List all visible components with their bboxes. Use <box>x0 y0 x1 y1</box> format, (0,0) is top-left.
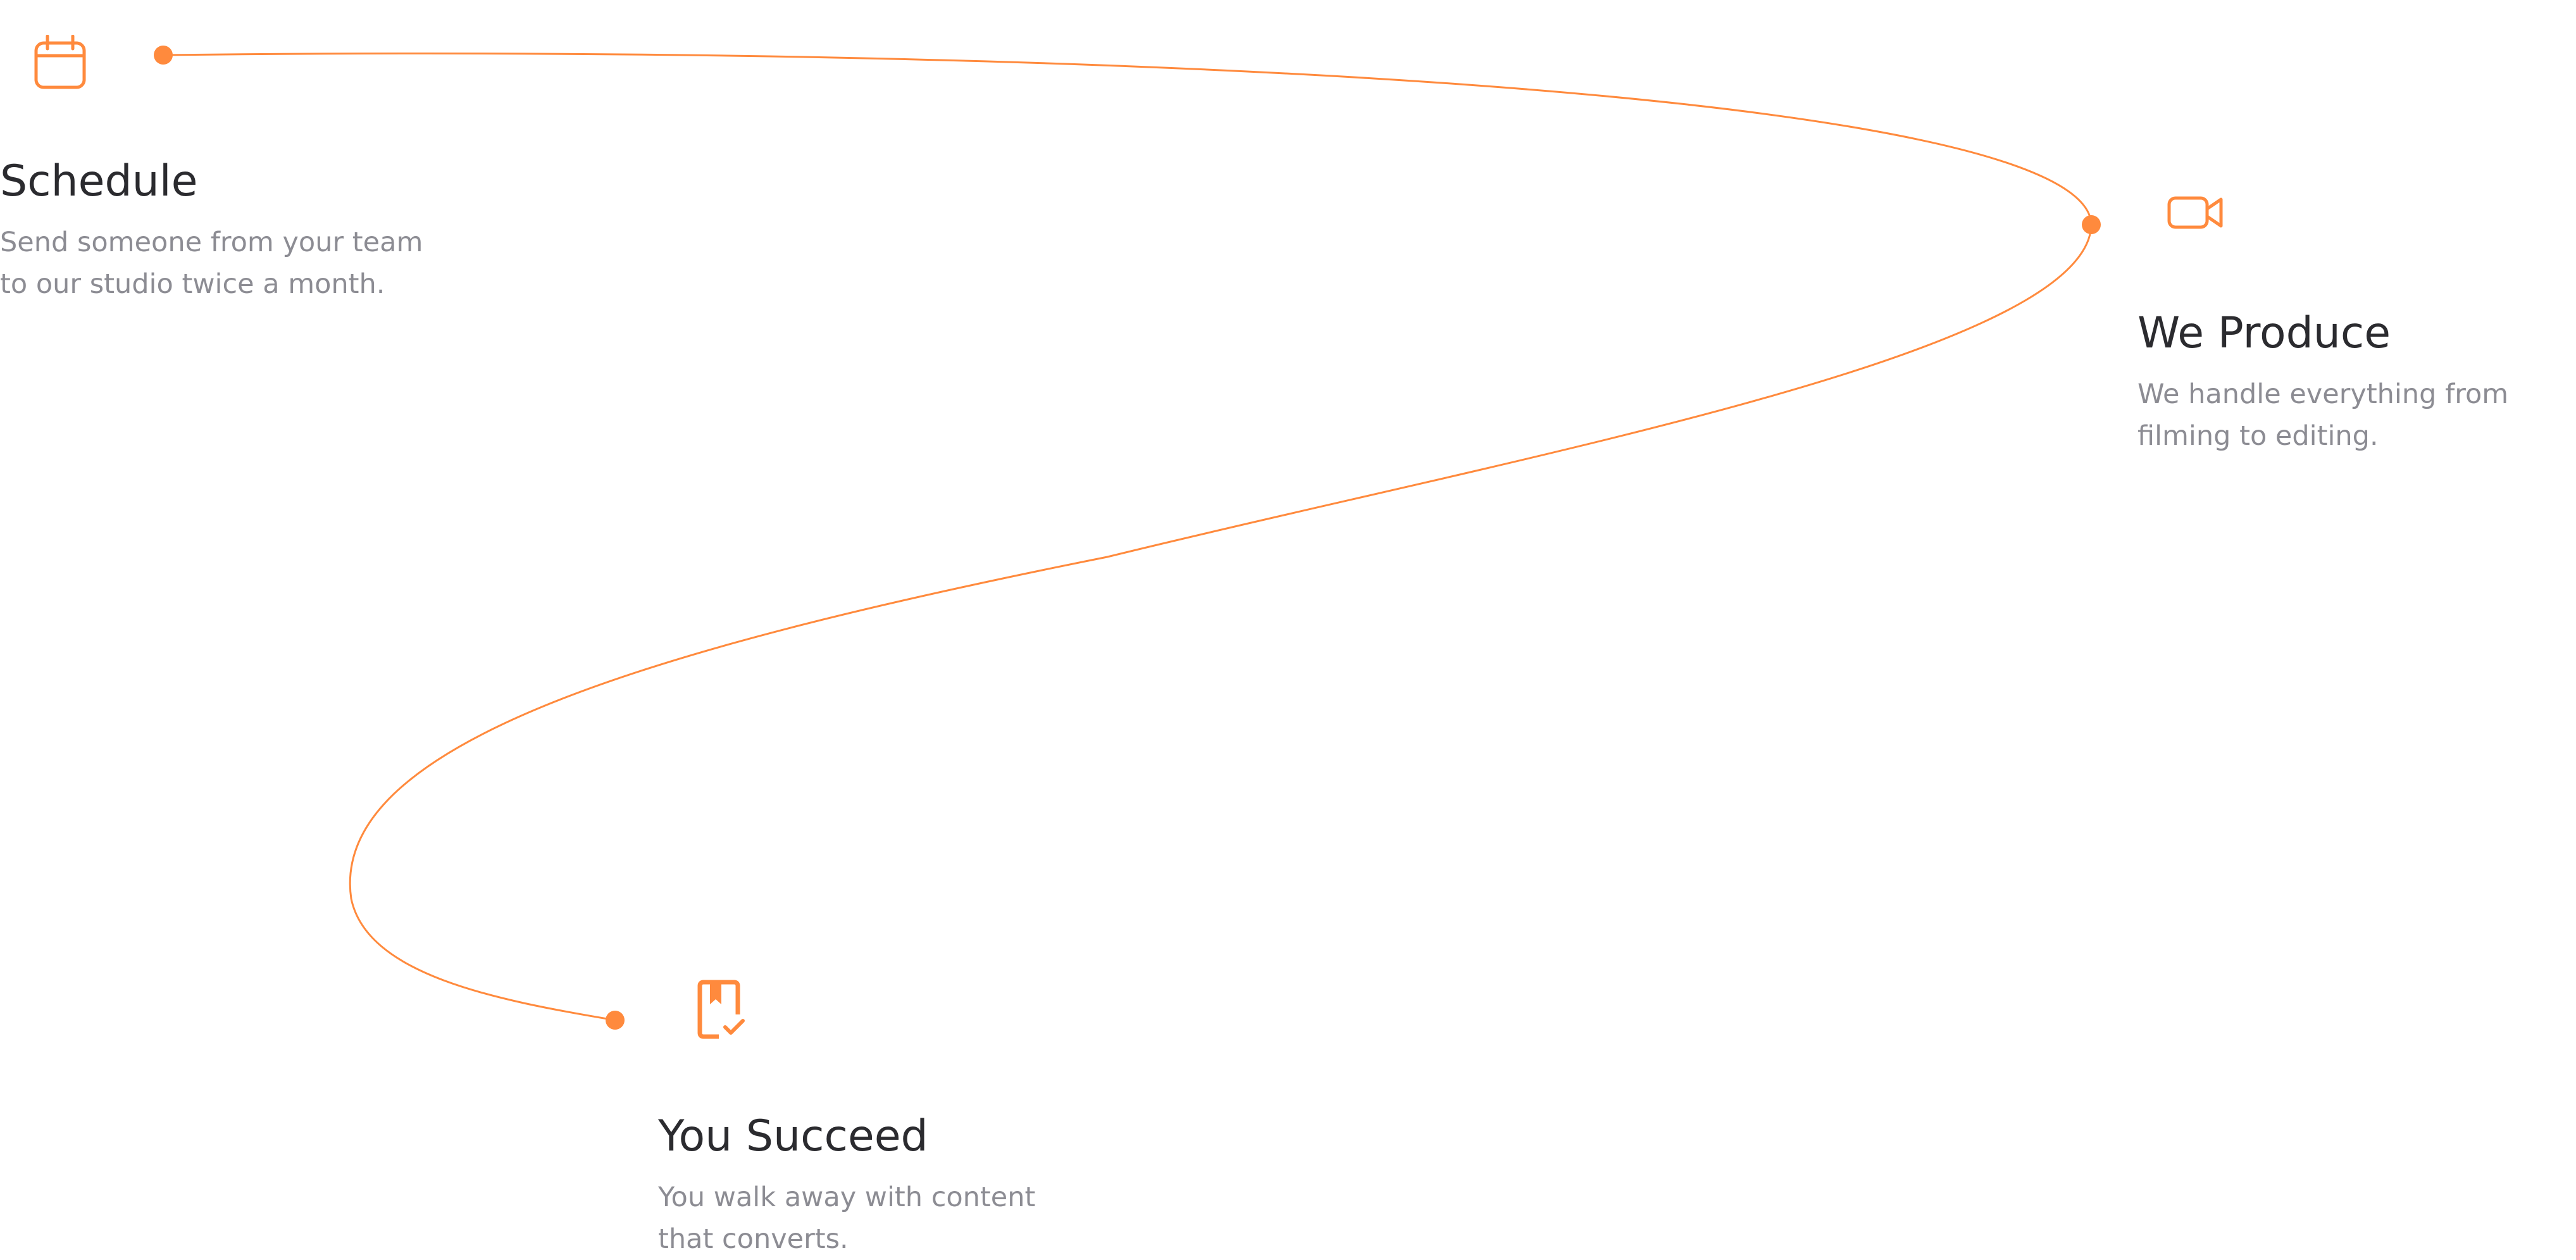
description-line: You walk away with content <box>658 1182 1036 1213</box>
flow-node-schedule <box>154 46 173 65</box>
description-line: that converts. <box>658 1223 849 1255</box>
step-description-produce: We handle everything from filming to edi… <box>2137 373 2508 457</box>
flow-curve <box>163 53 2093 1021</box>
step-title-succeed: You Succeed <box>658 1111 928 1161</box>
video-camera-icon <box>2167 196 2223 229</box>
bookmark-check-icon <box>697 980 745 1039</box>
step-description-schedule: Send someone from your team to our studi… <box>0 221 423 305</box>
description-line: Send someone from your team <box>0 227 423 258</box>
calendar-icon <box>34 35 86 89</box>
description-line: filming to editing. <box>2137 420 2379 452</box>
description-line: We handle everything from <box>2137 378 2509 410</box>
step-title-produce: We Produce <box>2137 308 2391 358</box>
step-title-schedule: Schedule <box>0 156 198 206</box>
step-description-succeed: You walk away with content that converts… <box>658 1176 1035 1260</box>
flow-node-produce <box>2082 215 2101 234</box>
flow-node-succeed <box>606 1011 625 1030</box>
description-line: to our studio twice a month. <box>0 268 385 300</box>
